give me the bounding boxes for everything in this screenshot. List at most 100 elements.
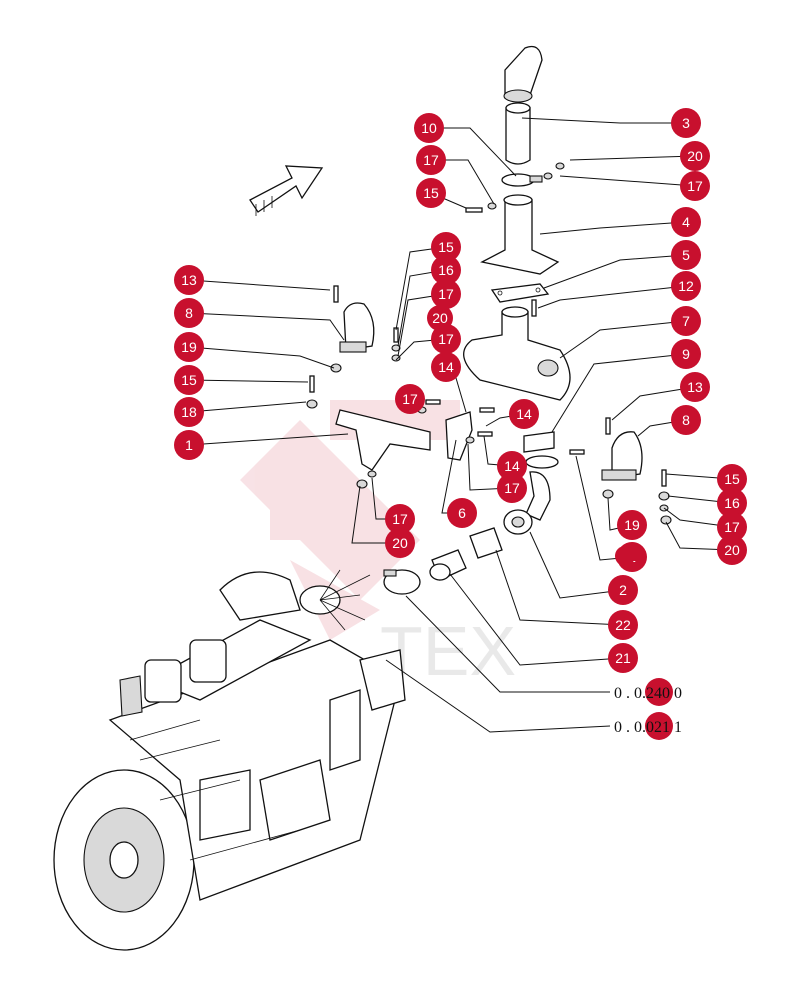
exhaust-tee (463, 306, 571, 401)
band-clamp-left (339, 302, 375, 353)
exhaust-pipe (505, 102, 531, 165)
balloon-14: 14 (497, 451, 527, 481)
flanged-elbow (480, 194, 560, 275)
svg-text:1: 1 (185, 437, 193, 453)
balloon-20: 20 (680, 141, 710, 171)
balloon-14: 14 (509, 399, 539, 429)
balloon-12: 12 (671, 271, 701, 301)
svg-text:21: 21 (615, 650, 631, 666)
engine-illustration (53, 569, 406, 951)
svg-text:15: 15 (724, 471, 740, 487)
balloon-17: 17 (395, 384, 425, 414)
balloon-19: 19 (174, 332, 204, 362)
svg-text:0 . 0.240 0: 0 . 0.240 0 (614, 685, 682, 702)
balloon-8: 8 (174, 298, 204, 328)
svg-text:15: 15 (181, 372, 197, 388)
svg-text:19: 19 (181, 339, 197, 355)
svg-text:16: 16 (724, 495, 740, 511)
svg-text:16: 16 (438, 262, 454, 278)
balloon-17: 17 (497, 473, 527, 503)
svg-text:17: 17 (423, 152, 439, 168)
balloon-10: 10 (414, 113, 444, 143)
balloon-17: 17 (385, 504, 415, 534)
balloon-20: 20 (717, 535, 747, 565)
svg-text:17: 17 (724, 519, 740, 535)
svg-text:8: 8 (185, 305, 193, 321)
svg-text:17: 17 (687, 178, 703, 194)
svg-text:14: 14 (516, 406, 532, 422)
balloon-17: 17 (431, 279, 461, 309)
bellows-coupling (429, 549, 467, 581)
hose-clamp (383, 569, 421, 595)
svg-text:20: 20 (392, 535, 408, 551)
svg-text:17: 17 (438, 331, 454, 347)
svg-text:17: 17 (438, 286, 454, 302)
sealing-ring (503, 509, 533, 535)
flex-elbow (525, 471, 551, 521)
balloon-2: 2 (608, 575, 638, 605)
balloon-7: 7 (671, 306, 701, 336)
balloon-1: 1 (615, 546, 635, 566)
pipe-sleeve (469, 527, 503, 559)
balloon-9: 9 (671, 339, 701, 369)
balloon-14: 14 (431, 352, 461, 382)
svg-text:7: 7 (682, 313, 690, 329)
balloon-15: 15 (416, 178, 446, 208)
svg-text:3: 3 (682, 115, 690, 131)
exhaust-pipe-tip (503, 45, 543, 103)
balloon-15: 15 (717, 464, 747, 494)
balloon-6: 6 (447, 498, 477, 528)
balloon-18: 18 (174, 397, 204, 427)
svg-text:17: 17 (402, 391, 418, 407)
balloon-22: 22 (608, 610, 638, 640)
balloon-20: 20 (427, 305, 453, 331)
svg-text:22: 22 (615, 617, 631, 633)
svg-text:20: 20 (687, 148, 703, 164)
balloon-17: 17 (680, 171, 710, 201)
pipe-clamp-middle (523, 431, 559, 469)
balloon-13: 13 (174, 265, 204, 295)
svg-text:18: 18 (181, 404, 197, 420)
balloon-16: 16 (431, 255, 461, 285)
svg-text:17: 17 (504, 480, 520, 496)
support-bracket (445, 411, 473, 461)
reference-callout-2: 0 . 0.021 1 (614, 712, 682, 740)
mounting-bracket-left (335, 409, 431, 471)
svg-text:14: 14 (504, 458, 520, 474)
fasteners (306, 162, 672, 525)
svg-text:4: 4 (682, 214, 690, 230)
balloon-21: 21 (608, 643, 638, 673)
svg-text:13: 13 (181, 272, 197, 288)
balloon-8: 8 (671, 405, 701, 435)
balloon-13: 13 (680, 372, 710, 402)
svg-text:5: 5 (682, 247, 690, 263)
balloon-1: 1 (174, 430, 204, 460)
balloon-5: 5 (671, 240, 701, 270)
svg-text:6: 6 (458, 505, 466, 521)
svg-text:10: 10 (421, 120, 437, 136)
balloon-15: 15 (431, 232, 461, 262)
balloon-15: 15 (174, 365, 204, 395)
balloon-16: 16 (717, 488, 747, 518)
svg-text:9: 9 (682, 346, 690, 362)
svg-text:12: 12 (678, 278, 694, 294)
svg-text:20: 20 (724, 542, 740, 558)
svg-text:14: 14 (438, 359, 454, 375)
balloon-17: 17 (717, 512, 747, 542)
balloon-17: 17 (431, 324, 461, 354)
balloon-20: 20 (385, 528, 415, 558)
svg-text:15: 15 (438, 239, 454, 255)
balloon-19: 19 (617, 510, 647, 540)
svg-text:8: 8 (682, 412, 690, 428)
balloon-3: 3 (671, 108, 701, 138)
svg-text:19: 19 (624, 517, 640, 533)
svg-text:13: 13 (687, 379, 703, 395)
pipe-clamp-top (501, 173, 543, 187)
balloon-17: 17 (416, 145, 446, 175)
svg-text:17: 17 (392, 511, 408, 527)
svg-text:20: 20 (432, 310, 448, 326)
svg-text:15: 15 (423, 185, 439, 201)
reference-callout-1: 0 . 0.240 0 (614, 678, 682, 706)
direction-arrow (249, 165, 324, 216)
